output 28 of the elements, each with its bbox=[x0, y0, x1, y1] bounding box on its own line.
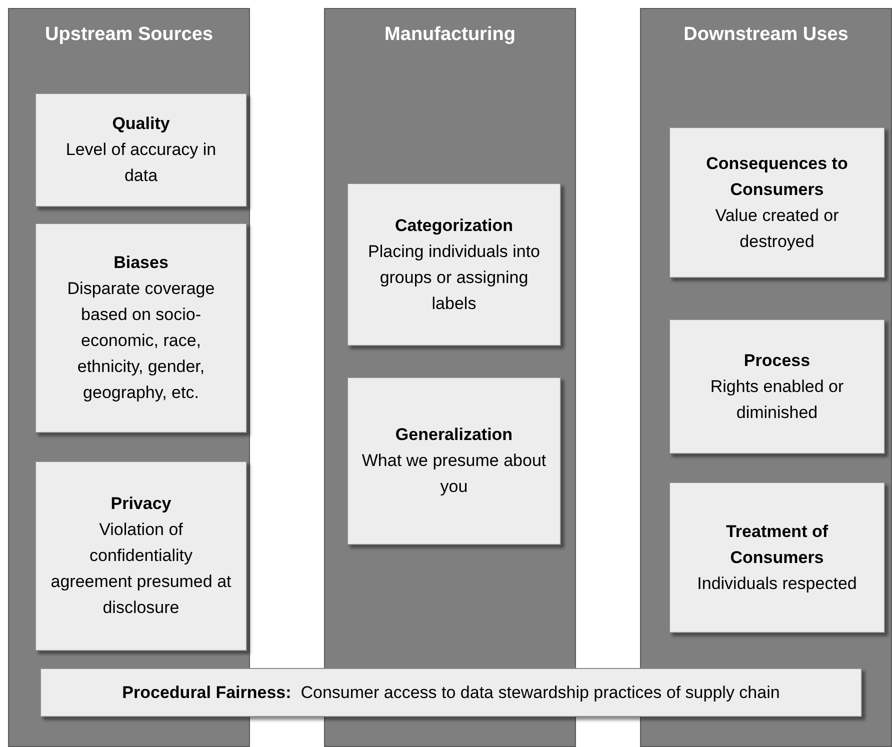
column-heading: Downstream Uses bbox=[682, 23, 850, 47]
box-title: Biases bbox=[114, 252, 168, 274]
box-title: Privacy bbox=[110, 493, 172, 515]
concept-box bbox=[669, 319, 885, 454]
box-title: Consequences to Consumers bbox=[705, 152, 849, 200]
concept-box bbox=[35, 461, 247, 651]
column-heading: Upstream Sources bbox=[44, 23, 214, 47]
box-description: What we presume about you bbox=[360, 450, 548, 498]
box-description: Disparate coverage based on socio-economic, race, ethnicity, gender, geography, etc. bbox=[66, 278, 216, 404]
box-description: Level of accuracy in data bbox=[64, 139, 218, 187]
column-heading: Manufacturing bbox=[384, 23, 516, 47]
box-description: Placing individuals into groups or assigning labels bbox=[367, 240, 541, 314]
concept-box bbox=[347, 377, 561, 545]
concept-box bbox=[347, 183, 561, 346]
concept-box bbox=[669, 127, 885, 278]
box-title: Treatment of Consumers bbox=[724, 520, 830, 568]
concept-box bbox=[35, 223, 247, 433]
box-title: Categorization bbox=[394, 214, 514, 237]
box-title: Quality bbox=[112, 113, 170, 135]
concept-box bbox=[35, 93, 247, 207]
box-title: Generalization bbox=[395, 424, 513, 446]
box-title: Process bbox=[744, 350, 810, 372]
box-description: Violation of confidentiality agreement presumed at disclosure bbox=[50, 519, 232, 619]
box-description: Rights enabled or diminished bbox=[709, 376, 845, 424]
box-description: Individuals respected bbox=[697, 572, 857, 594]
box-description: Value created or destroyed bbox=[714, 204, 840, 252]
concept-box bbox=[669, 482, 885, 633]
summary-bar: Procedural Fairness: Consumer access to data stewardship practices of supply chain bbox=[40, 668, 862, 717]
